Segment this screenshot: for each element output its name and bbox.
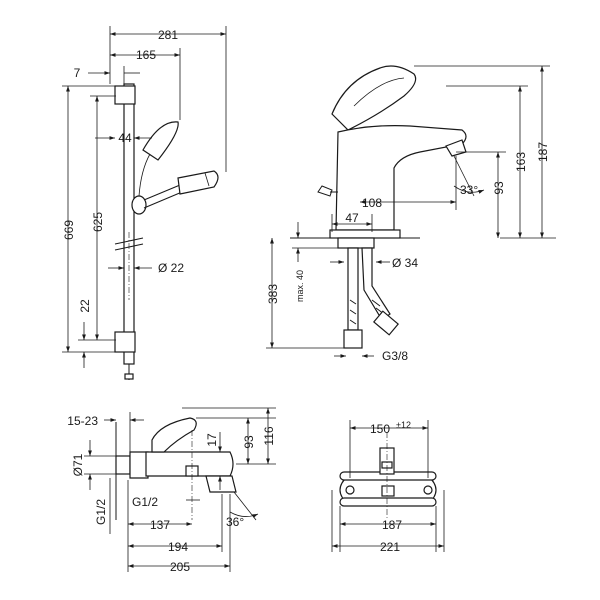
dim-281: 281 xyxy=(158,28,178,42)
dim-diameter-71: Ø71 xyxy=(71,453,85,476)
dim-150: 150 xyxy=(370,422,390,436)
bath-lever xyxy=(151,417,197,453)
dim-tolerance: ±12 xyxy=(396,420,411,430)
dim-165: 165 xyxy=(136,48,156,62)
supply-hose-right xyxy=(361,247,391,321)
front-spout xyxy=(381,485,395,497)
shower-rail-view: 281 165 7 44 669 625 22 Ø 22 xyxy=(62,26,227,380)
dim-22-bottom: 22 xyxy=(78,299,92,313)
dim-163: 163 xyxy=(514,152,528,172)
dim-g38: G3/8 xyxy=(382,349,408,363)
dim-angle-36: 36° xyxy=(226,515,244,529)
dim-15-23: 15-23 xyxy=(67,414,98,428)
dim-194: 194 xyxy=(168,540,188,554)
hand-shower-alt xyxy=(142,121,179,161)
bath-mixer-view: 15-23 17 93 116 Ø71 G1/2 G1/2 36° 1 xyxy=(67,407,276,574)
rail-bar xyxy=(123,83,135,365)
dim-angle-33: 33° xyxy=(460,183,478,197)
dim-669: 669 xyxy=(62,220,76,240)
dim-47: 47 xyxy=(345,211,359,225)
mixer-lever xyxy=(331,65,417,131)
rail-bottom-bracket xyxy=(114,331,136,353)
dim-187: 187 xyxy=(536,142,550,162)
supply-hose-left xyxy=(347,247,359,331)
dim-diameter-22: Ø 22 xyxy=(158,261,184,275)
dim-g12-vertical: G1/2 xyxy=(94,499,108,525)
basin-mixer-view: 187 163 93 33° 108 47 383 max. 40 xyxy=(266,65,556,363)
dim-116: 116 xyxy=(262,426,276,445)
dim-44: 44 xyxy=(118,131,132,145)
dim-diameter-34: Ø 34 xyxy=(392,256,418,270)
bath-mixer-front-view: 150 ±12 187 221 xyxy=(331,420,445,554)
dim-625: 625 xyxy=(91,212,105,232)
dim-g12-horizontal: G1/2 xyxy=(132,495,158,509)
hand-shower-head xyxy=(177,170,219,195)
dim-max-40: max. 40 xyxy=(295,270,305,302)
rail-slider xyxy=(131,195,147,215)
dim-7: 7 xyxy=(74,66,81,80)
dim-383: 383 xyxy=(266,284,280,304)
dim-187-front: 187 xyxy=(382,518,402,532)
rail-top-bracket xyxy=(114,85,136,105)
dim-108: 108 xyxy=(362,196,382,210)
dim-205: 205 xyxy=(170,560,190,574)
dim-93-bath: 93 xyxy=(242,435,256,449)
dim-93-basin: 93 xyxy=(492,181,506,195)
dim-137: 137 xyxy=(150,518,170,532)
dim-221: 221 xyxy=(380,540,400,554)
dim-17: 17 xyxy=(205,433,219,447)
